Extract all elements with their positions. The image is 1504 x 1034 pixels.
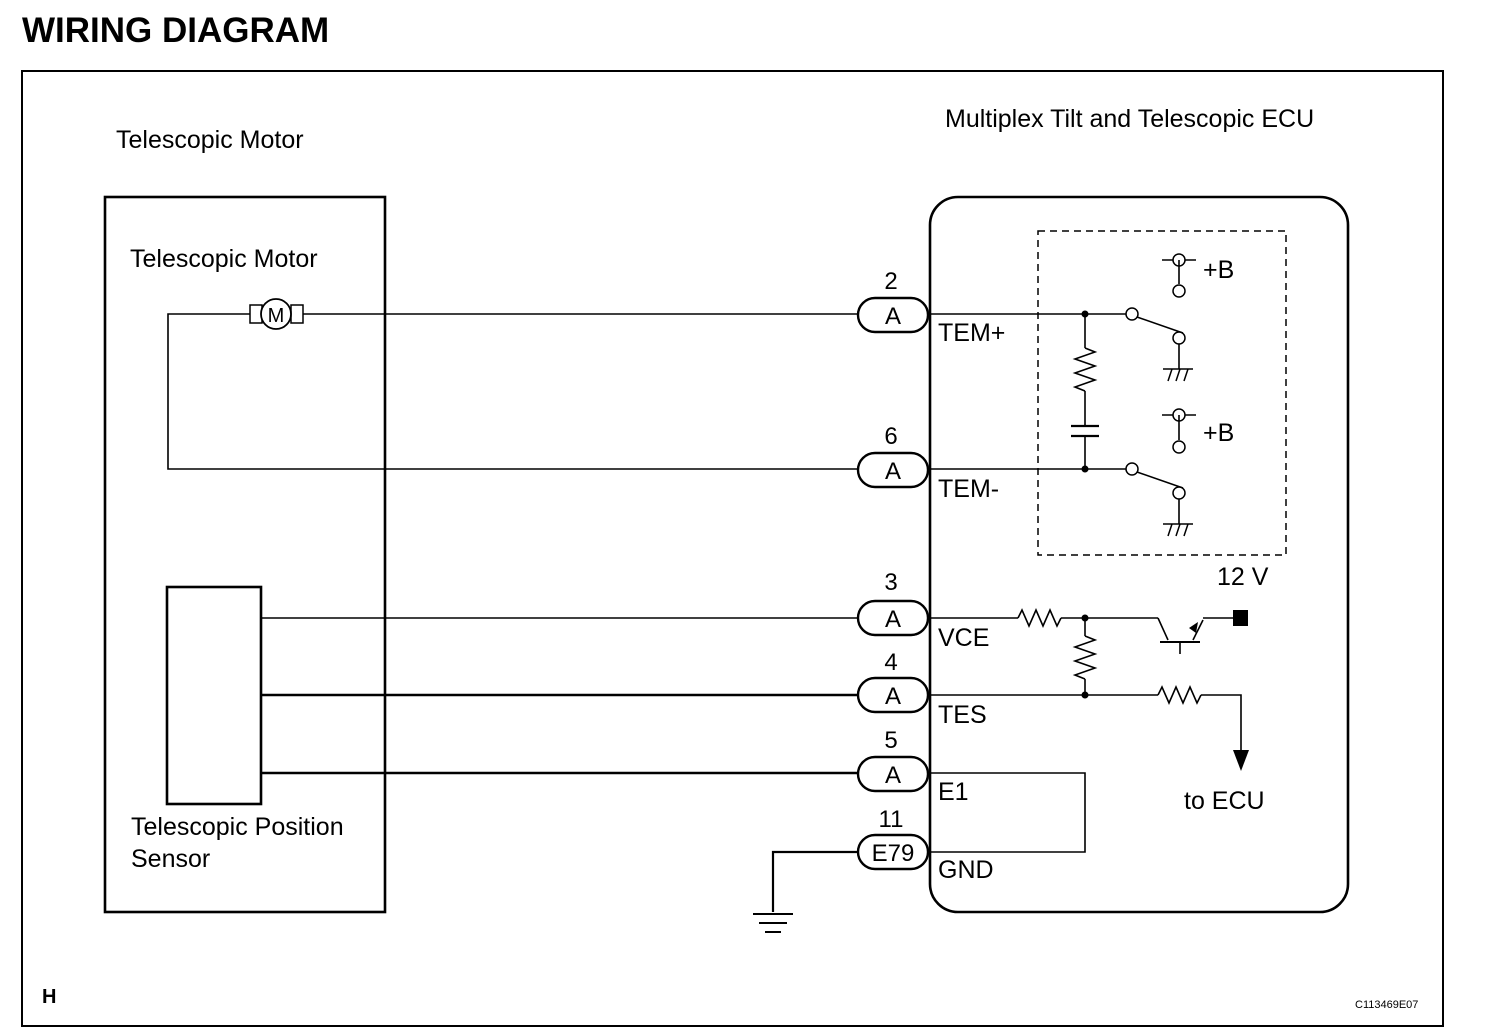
connector-pin-5: 5 A E1: [856, 727, 969, 806]
terminal-label: TES: [938, 701, 987, 729]
connector-code: A: [885, 303, 901, 330]
diagram-frame: [21, 70, 1444, 1027]
connector-code: A: [885, 458, 901, 485]
to-ecu-label: to ECU: [1184, 787, 1265, 815]
terminal-label: TEM+: [938, 319, 1005, 347]
pin-number: 6: [884, 423, 897, 450]
ecu-box: [928, 195, 1350, 914]
motor-icon: M: [249, 298, 304, 330]
connector-code: A: [885, 683, 901, 710]
tes-to-ecu-circuit: [928, 685, 1249, 771]
sensor-label-line2: Sensor: [131, 845, 210, 873]
plus-b-label-1: +B: [1203, 256, 1234, 284]
plus-b-label-2: +B: [1203, 419, 1234, 447]
connector-code: A: [885, 606, 901, 633]
pin-number: 2: [884, 268, 897, 295]
snubber-network: [1071, 310, 1099, 473]
pin-number: 5: [884, 727, 897, 754]
pin-number: 4: [884, 649, 897, 676]
ecu-header: Multiplex Tilt and Telescopic ECU: [945, 105, 1314, 133]
figure-id: C113469E07: [1355, 999, 1418, 1011]
ground-icon: [753, 913, 793, 933]
page-title: WIRING DIAGRAM: [22, 11, 329, 50]
connector-pin-4: 4 A TES: [856, 649, 987, 729]
motor-loop-wire: [167, 313, 858, 470]
section-letter: H: [42, 986, 56, 1008]
motor-label: Telescopic Motor: [130, 245, 318, 273]
sensor-label-line1: Telescopic Position: [131, 813, 344, 841]
pin-number: 3: [884, 569, 897, 596]
gnd-wire: [771, 850, 858, 912]
terminal-label: E1: [938, 778, 969, 806]
motor-symbol-letter: M: [268, 305, 285, 327]
sensor-supply-circuit: [928, 608, 1248, 699]
relay-1-switch: [1125, 253, 1196, 382]
connector-pin-6: 6 A TEM-: [856, 423, 999, 503]
connector-code: E79: [872, 840, 915, 867]
connector-pin-3: 3 A VCE: [856, 569, 989, 652]
e1-gnd-internal-wire: [928, 772, 1086, 853]
pin-number: 11: [879, 806, 904, 833]
connector-pin-11: 11 E79 GND: [856, 806, 994, 884]
terminal-label: TEM-: [938, 475, 999, 503]
terminal-label: VCE: [938, 624, 989, 652]
position-sensor-box: [165, 585, 263, 806]
telescopic-motor-assembly-box: [103, 195, 387, 914]
left-component-header: Telescopic Motor: [116, 126, 304, 154]
connector-pin-2: 2 A TEM+: [856, 268, 1005, 347]
motor-driver-dashed-box: [1037, 230, 1287, 556]
relay-2-switch: [1125, 408, 1196, 537]
terminal-label: GND: [938, 856, 994, 884]
voltage-label: 12 V: [1217, 563, 1269, 591]
connector-code: A: [885, 762, 901, 789]
